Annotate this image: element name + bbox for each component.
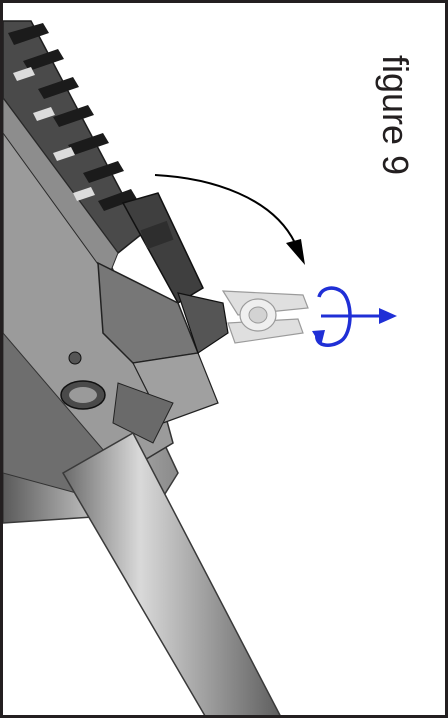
picatinny-rail	[3, 20, 144, 280]
front-sight-block	[97, 192, 229, 444]
sight-post-translucent	[221, 290, 309, 344]
figure-caption: figure 9	[375, 54, 416, 176]
curved-arrow-icon	[154, 174, 305, 265]
barrel	[61, 431, 281, 715]
rotate-pull-icon	[312, 286, 397, 347]
rifle-sight-illustration	[3, 20, 397, 715]
receiver-ring	[60, 351, 106, 410]
